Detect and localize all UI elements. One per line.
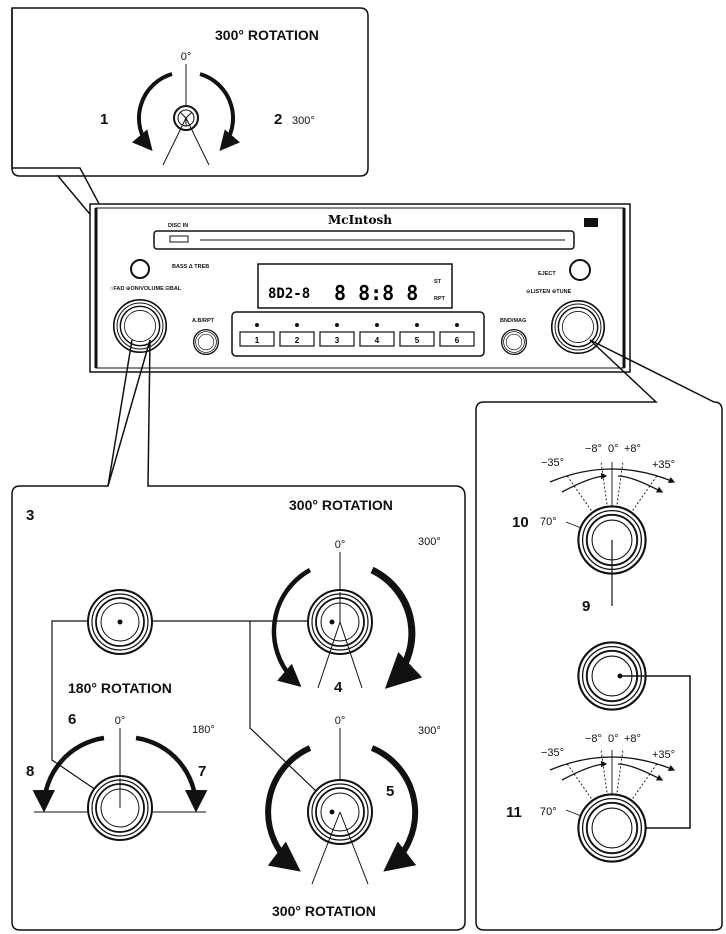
preset-button-3[interactable] [319,331,355,347]
bass-treb-button[interactable] [130,259,150,279]
tune-knob-label: ⊖LISTEN ⊕TUNE [526,289,572,295]
knob5-deg-label: 300° [418,725,441,737]
lcd-clock-readout: 8 8:8 8 [334,281,418,305]
volume-callout-frame [11,339,466,931]
callout-number-9: 9 [582,598,590,615]
scale-arc-left [561,472,608,493]
top-callout-zero-label: 0° [181,51,192,63]
scale-bottom-m8: −8° [585,733,602,745]
callout-number-4: 4 [334,679,343,696]
preset-button-label-4: 4 [375,336,380,345]
disc-in-label: DISC IN [168,223,188,229]
scale-top-zero: 0° [608,443,619,455]
knob6-deg-label: 180° [192,724,215,736]
scale-bottom-70: 70° [540,806,557,818]
preset-button-6[interactable] [439,331,475,347]
volume-callout-title-bottom: 300° ROTATION [272,903,376,919]
preset-led-6 [455,323,459,327]
callout-number-1: 1 [100,111,108,128]
scale-top-m35: −35° [541,457,564,469]
top-callout-frame [11,7,369,263]
scale-arc-outer [549,468,676,483]
preset-button-1[interactable] [239,331,275,347]
volume-knob[interactable] [112,298,168,354]
preset-button-label-3: 3 [335,336,340,345]
lcd-st-indicator: ST [434,279,442,285]
lcd-rpt-indicator: RPT [434,296,446,302]
knob4-ccw-arrow [271,568,312,687]
preset-led-5 [415,323,419,327]
volume-callout-title-mid: 180° ROTATION [68,680,172,696]
preset-button-label-2: 2 [295,336,300,345]
scale-top-m8: −8° [585,443,602,455]
preset-button-label-5: 5 [415,336,420,345]
preset-button-2[interactable] [279,331,315,347]
preset-led-3 [335,323,339,327]
callout-number-10: 10 [512,514,529,531]
preset-led-2 [295,323,299,327]
preset-led-1 [255,323,259,327]
preset-button-5[interactable] [399,331,435,347]
ab-rpt-button[interactable] [192,328,220,356]
disc-logo [584,218,598,227]
volume-callout-title-top: 300° ROTATION [289,497,393,513]
ab-rpt-label: A.B/RPT [192,318,215,324]
knob5-zero-label: 0° [335,715,346,727]
volume-knob-label: ○FAD ⊕ON/VOLUME ⊟BAL [110,286,182,292]
scale-top-p8: +8° [624,443,641,455]
lcd-main-readout: 8D2-8 [268,286,310,302]
scale-bottom-p8: +8° [624,733,641,745]
knob4-deg-label: 300° [418,536,441,548]
knob6-ccw-arrow [32,735,105,813]
scale-bottom-p35: +35° [652,749,675,761]
top-cw-arrow [199,72,240,152]
callout-number-5: 5 [386,783,394,800]
knob5-cw-arrow [370,745,419,872]
callout-number-3: 3 [26,507,34,524]
bass-treb-label: BASS Δ TREB [172,264,209,270]
knob4-zero-label: 0° [335,539,346,551]
callout-number-2: 2 [274,111,282,128]
eject-button[interactable] [569,259,591,281]
scale-top-p35: +35° [652,459,675,471]
scale-arc-right [617,763,664,781]
callout-number-8: 8 [26,763,34,780]
scale-arc-outer [549,756,676,771]
callout-number-11: 11 [506,804,522,821]
top-callout: 300° ROTATION 0° 1 2 300° [11,7,369,263]
preset-button-label-6: 6 [455,336,460,345]
top-ccw-arrow [132,72,173,152]
callout-number-6: 6 [68,711,76,728]
top-callout-title: 300° ROTATION [215,27,319,43]
scale-bottom-zero: 0° [608,733,619,745]
tune-knob-bottom [577,793,647,863]
preset-led-4 [375,323,379,327]
tune-callout-frame [475,339,723,931]
preset-button-label-1: 1 [255,336,260,345]
volume-callout: 3 300° ROTATION 180° ROTATION 0° 300° 4 … [11,339,466,931]
scale-arc-left [561,760,608,781]
head-unit-faceplate: McIntosh DISC IN BASS Δ TREB ○FAD ⊕ON/VO… [89,203,631,373]
disc-in-indicator [169,235,189,243]
preset-buttons: 1 2 3 4 5 6 [239,323,475,347]
knob6-zero-label: 0° [115,715,126,727]
tune-callout: −35° −8° 0° +8° +35° 70° 10 9 −35° −8° 0… [475,339,723,931]
preset-button-4[interactable] [359,331,395,347]
callout-number-7: 7 [198,763,206,780]
knob5-ccw-arrow [265,745,312,872]
band-mag-label: BND/MAG [500,318,526,324]
scale-top-70: 70° [540,516,557,528]
eject-label: EJECT [538,271,556,277]
lcd-display [257,263,453,309]
band-mag-button[interactable] [500,328,527,356]
scale-bottom-m35: −35° [541,747,564,759]
knob6-cw-arrow [135,735,208,813]
scale-arc-right [617,475,664,493]
top-callout-deg-label: 300° [292,115,315,127]
knob4-cw-arrow [370,566,423,689]
brand-logo: McIntosh [328,213,392,227]
